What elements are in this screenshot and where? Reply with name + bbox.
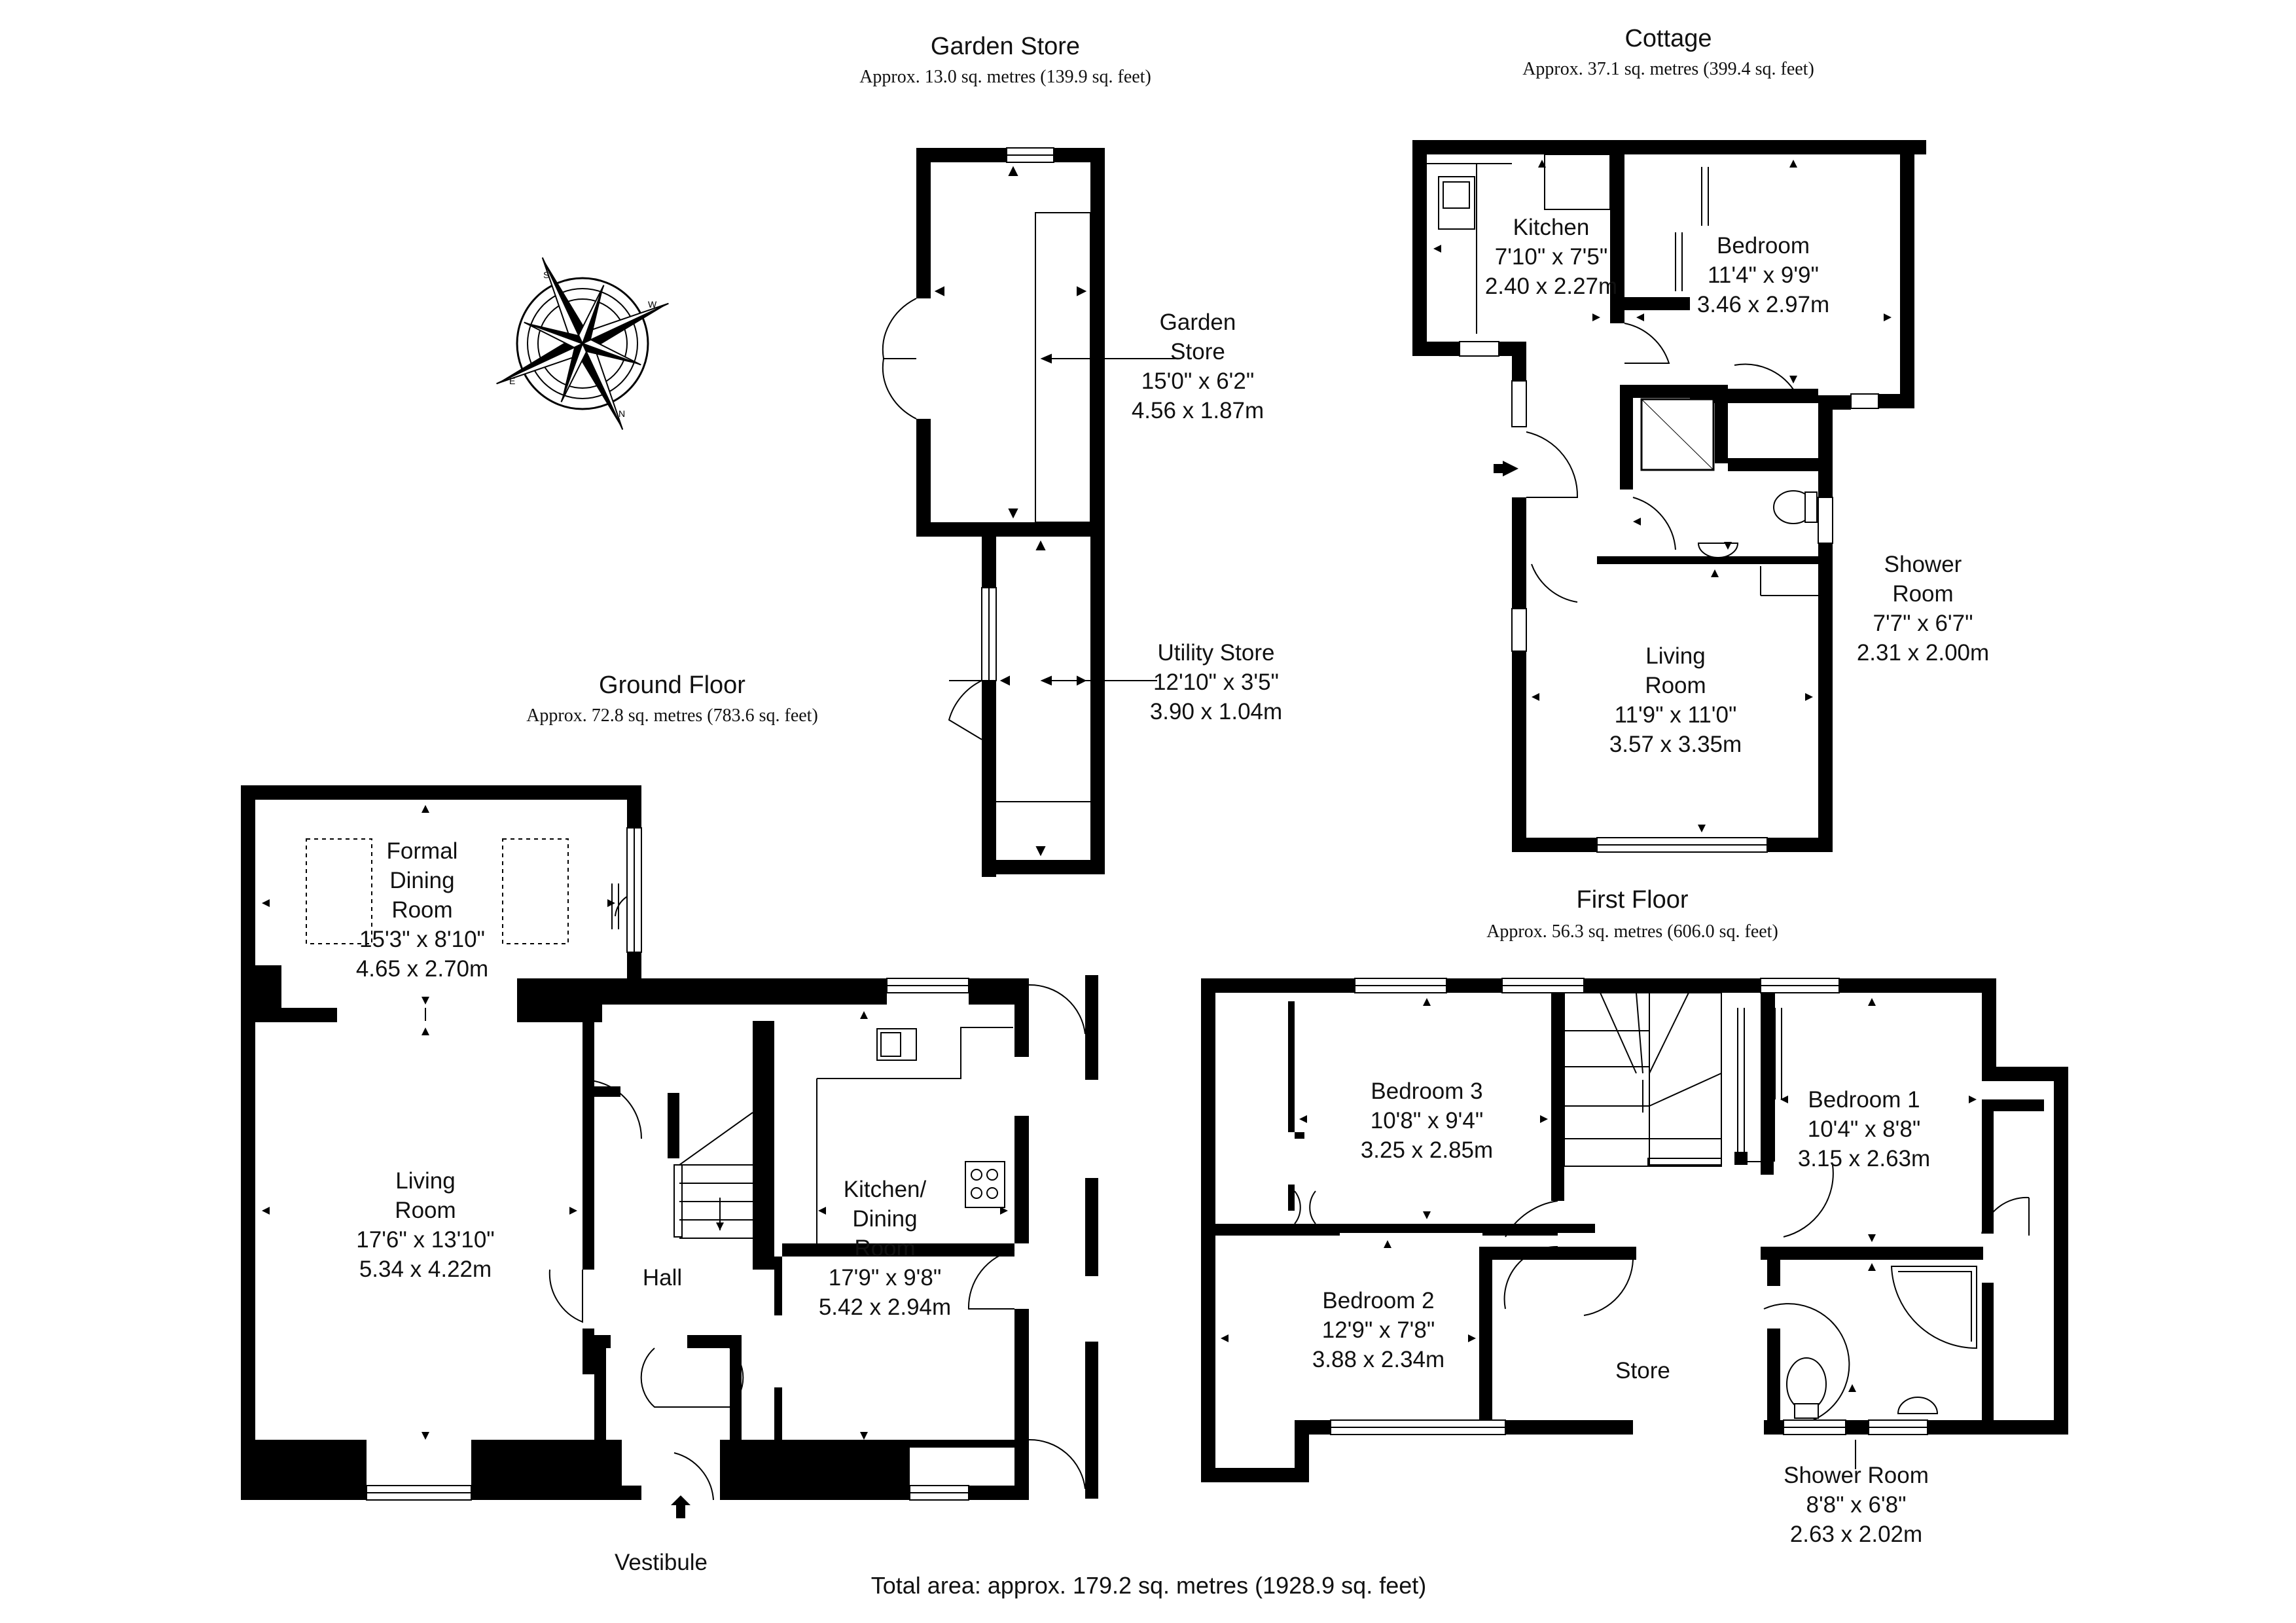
room-name: Living (395, 1168, 456, 1194)
room-label-kitchen-dining-room: Kitchen/ Dining Room 17'9" x 9'8" 5.42 x… (819, 1175, 951, 1322)
room-label-vestibule: Vestibule (614, 1550, 708, 1575)
ground-floor-title: Ground Floor (599, 671, 745, 699)
ground-floor-area: Approx. 72.8 sq. metres (783.6 sq. feet) (526, 705, 818, 726)
room-label-cottage-kitchen: Kitchen 7'10" x 7'5" 2.40 x 2.27m (1485, 213, 1617, 301)
room-dimensions-imperial: 17'9" x 9'8" (828, 1265, 942, 1291)
room-dimensions-imperial: 15'3" x 8'10" (359, 927, 485, 952)
compass-label-n: N (619, 408, 625, 419)
room-label-shower-room: Shower Room 8'8" x 6'8" 2.63 x 2.02m (1784, 1461, 1929, 1549)
garden-store-area: Approx. 13.0 sq. metres (139.9 sq. feet) (859, 67, 1151, 87)
room-dimensions-metric: 4.56 x 1.87m (1131, 398, 1265, 423)
cottage-title: Cottage (1624, 25, 1712, 52)
room-label-cottage-bedroom: Bedroom 11'4" x 9'9" 3.46 x 2.97m (1697, 231, 1829, 319)
room-label-cottage-shower-room: Shower Room 7'7" x 6'7" 2.31 x 2.00m (1857, 550, 1989, 668)
room-dimensions-metric: 5.34 x 4.22m (359, 1257, 492, 1282)
room-label-bedroom-2: Bedroom 2 12'9" x 7'8" 3.88 x 2.34m (1312, 1286, 1444, 1374)
first-floor-area: Approx. 56.3 sq. metres (606.0 sq. feet) (1486, 921, 1778, 942)
room-name: Formal (386, 838, 458, 864)
room-name: Bedroom 1 (1808, 1087, 1920, 1113)
room-name: Room (1645, 673, 1706, 698)
room-dimensions-metric: 2.63 x 2.02m (1789, 1522, 1923, 1547)
room-dimensions-imperial: 12'10" x 3'5" (1153, 669, 1279, 695)
compass-rose-icon: S W N E (496, 257, 669, 430)
room-name: Dining (389, 868, 455, 893)
room-name: Room (395, 1198, 456, 1223)
room-dimensions-metric: 3.46 x 2.97m (1696, 292, 1830, 317)
compass-label-s: S (543, 270, 549, 280)
room-name: Bedroom 2 (1322, 1288, 1435, 1313)
garden-store-title: Garden Store (930, 33, 1081, 60)
room-label-garden-store: Garden Store 15'0" x 6'2" 4.56 x 1.87m (1132, 308, 1264, 425)
cottage-area: Approx. 37.1 sq. metres (399.4 sq. feet) (1522, 59, 1814, 79)
room-dimensions-imperial: 10'4" x 8'8" (1807, 1116, 1921, 1142)
room-label-cottage-living-room: Living Room 11'9" x 11'0" 3.57 x 3.35m (1609, 641, 1742, 759)
room-name: Bedroom 3 (1371, 1079, 1483, 1104)
room-name: Garden (1159, 310, 1236, 335)
room-dimensions-imperial: 15'0" x 6'2" (1141, 368, 1255, 394)
first-floor-title: First Floor (1576, 886, 1689, 914)
total-area: Total area: approx. 179.2 sq. metres (19… (870, 1572, 1427, 1599)
room-name: Room (1892, 581, 1954, 607)
room-name: Utility Store (1157, 640, 1275, 666)
room-label-hall: Hall (642, 1265, 683, 1291)
room-dimensions-metric: 3.57 x 3.35m (1609, 732, 1742, 757)
room-dimensions-imperial: 8'8" x 6'8" (1806, 1492, 1907, 1518)
room-name: Store (1170, 339, 1225, 365)
room-dimensions-imperial: 12'9" x 7'8" (1321, 1317, 1435, 1343)
room-name: Kitchen/ (843, 1177, 927, 1202)
room-dimensions-imperial: 11'4" x 9'9" (1708, 262, 1819, 288)
ground-floor-plan (241, 785, 1098, 1518)
room-dimensions-metric: 5.42 x 2.94m (818, 1294, 952, 1320)
room-dimensions-metric: 3.88 x 2.34m (1312, 1347, 1445, 1372)
room-dimensions-imperial: 7'10" x 7'5" (1494, 244, 1608, 270)
room-name: Kitchen (1513, 215, 1590, 240)
room-label-bedroom-1: Bedroom 1 10'4" x 8'8" 3.15 x 2.63m (1798, 1085, 1930, 1173)
room-dimensions-metric: 4.65 x 2.70m (355, 956, 489, 982)
room-name: Living (1645, 643, 1706, 669)
garden-store-plan (882, 147, 1178, 877)
room-name: Shower (1884, 552, 1962, 577)
first-floor-plan (1201, 978, 2068, 1482)
room-name: Room (854, 1236, 916, 1261)
compass-label-e: E (509, 376, 515, 386)
room-label-living-room: Living Room 17'6" x 13'10" 5.34 x 4.22m (356, 1166, 494, 1284)
room-dimensions-imperial: 7'7" x 6'7" (1873, 611, 1973, 636)
room-name: Shower Room (1784, 1463, 1929, 1488)
room-dimensions-metric: 2.31 x 2.00m (1856, 640, 1990, 666)
cottage-plan (1412, 140, 1926, 853)
room-label-bedroom-3: Bedroom 3 10'8" x 9'4" 3.25 x 2.85m (1361, 1077, 1493, 1165)
compass-label-w: W (648, 299, 657, 310)
room-label-store: Store (1615, 1358, 1670, 1383)
room-label-formal-dining-room: Formal Dining Room 15'3" x 8'10" 4.65 x … (356, 836, 488, 984)
room-dimensions-metric: 3.15 x 2.63m (1797, 1146, 1931, 1171)
room-name: Room (391, 897, 453, 923)
room-name: Dining (852, 1206, 918, 1232)
room-label-utility-store: Utility Store 12'10" x 3'5" 3.90 x 1.04m (1150, 638, 1282, 726)
room-name: Bedroom (1716, 233, 1810, 259)
room-dimensions-imperial: 11'9" x 11'0" (1614, 702, 1737, 728)
room-dimensions-metric: 2.40 x 2.27m (1484, 274, 1618, 299)
room-dimensions-metric: 3.90 x 1.04m (1149, 699, 1283, 724)
room-dimensions-imperial: 10'8" x 9'4" (1370, 1108, 1484, 1133)
room-dimensions-metric: 3.25 x 2.85m (1360, 1137, 1494, 1163)
room-dimensions-imperial: 17'6" x 13'10" (356, 1227, 495, 1253)
